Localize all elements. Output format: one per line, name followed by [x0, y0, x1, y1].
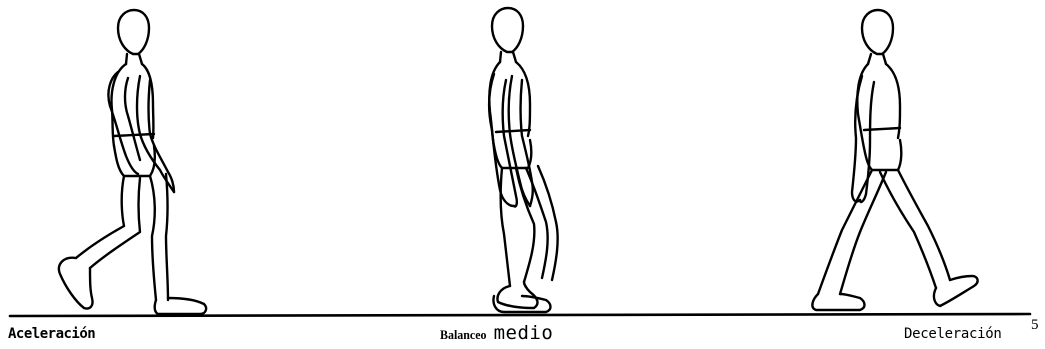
phase-label-deceleration: Deceleración: [904, 327, 1002, 341]
figure-acceleration: [59, 10, 206, 314]
figure-deceleration: [812, 10, 977, 310]
phase-label-acceleration: Aceleración: [8, 327, 95, 341]
reference-number: 5: [1031, 318, 1039, 333]
phase-label-mid-swing: Balanceo medio: [440, 324, 553, 343]
phase-label-mid-swing-b: medio: [494, 324, 554, 343]
phase-label-mid-swing-a: Balanceo: [440, 328, 487, 341]
figure-mid-swing: [489, 8, 557, 312]
